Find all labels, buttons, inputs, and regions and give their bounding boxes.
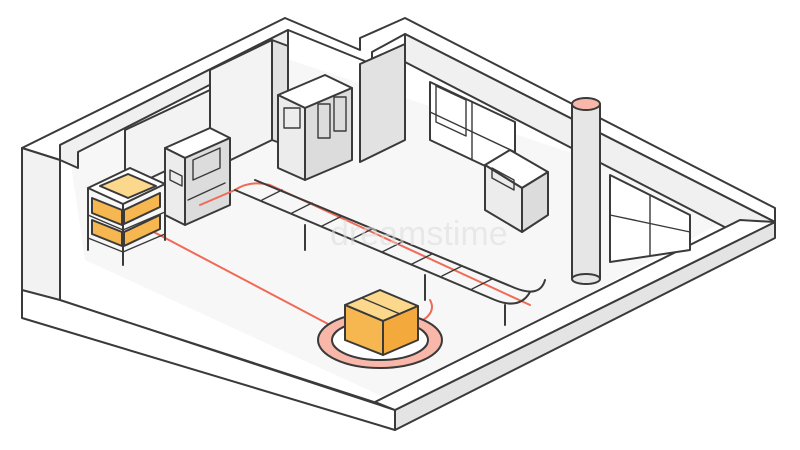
terminal-red-screen [491, 167, 515, 191]
box-shelf [87, 167, 166, 266]
control-kiosk [164, 127, 231, 226]
vending-terminal [484, 149, 549, 233]
chimney-pipe [571, 97, 601, 285]
cabinet-machine [277, 74, 353, 181]
watermark-text: dreamstime [330, 215, 508, 253]
window-right [609, 174, 691, 263]
roller-conveyor [234, 179, 546, 326]
kiosk-red-panel [169, 169, 183, 187]
cardboard-box [344, 289, 419, 356]
